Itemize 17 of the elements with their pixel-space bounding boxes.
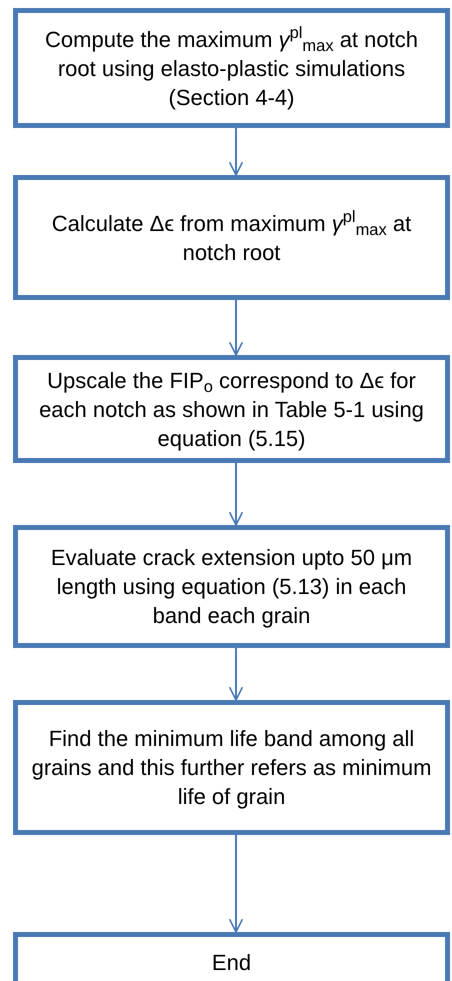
arrow xyxy=(228,463,244,526)
arrow xyxy=(228,128,244,176)
step-text: End xyxy=(212,948,252,976)
process-box xyxy=(13,932,450,981)
process-box xyxy=(13,700,450,835)
step-text: Compute the maximum γ$^{pl}$$_{max}$ at notch root using elasto-plastic simulations (Section 4-4) xyxy=(44,24,419,112)
step-text: Find the minimum life band among all grains and this further refers as minimum life of grain xyxy=(30,725,432,811)
arrow xyxy=(228,648,244,701)
step-text: Upscale the FIP$_{o}$ correspond to Δϵ for each notch as shown in Table 5-1 using equation (5.15) xyxy=(38,366,425,452)
step-text: Evaluate crack extension upto 50 μm length using equation (5.13) in each band each grain xyxy=(50,544,414,630)
process-box xyxy=(13,8,450,128)
process-box xyxy=(13,175,450,300)
step-text: Calculate Δϵ from maximum γ$^{pl}$$_{max}$ at notch root xyxy=(50,208,412,266)
process-box xyxy=(13,525,450,648)
arrow xyxy=(228,835,244,933)
arrow xyxy=(228,300,244,356)
process-box xyxy=(13,355,450,463)
